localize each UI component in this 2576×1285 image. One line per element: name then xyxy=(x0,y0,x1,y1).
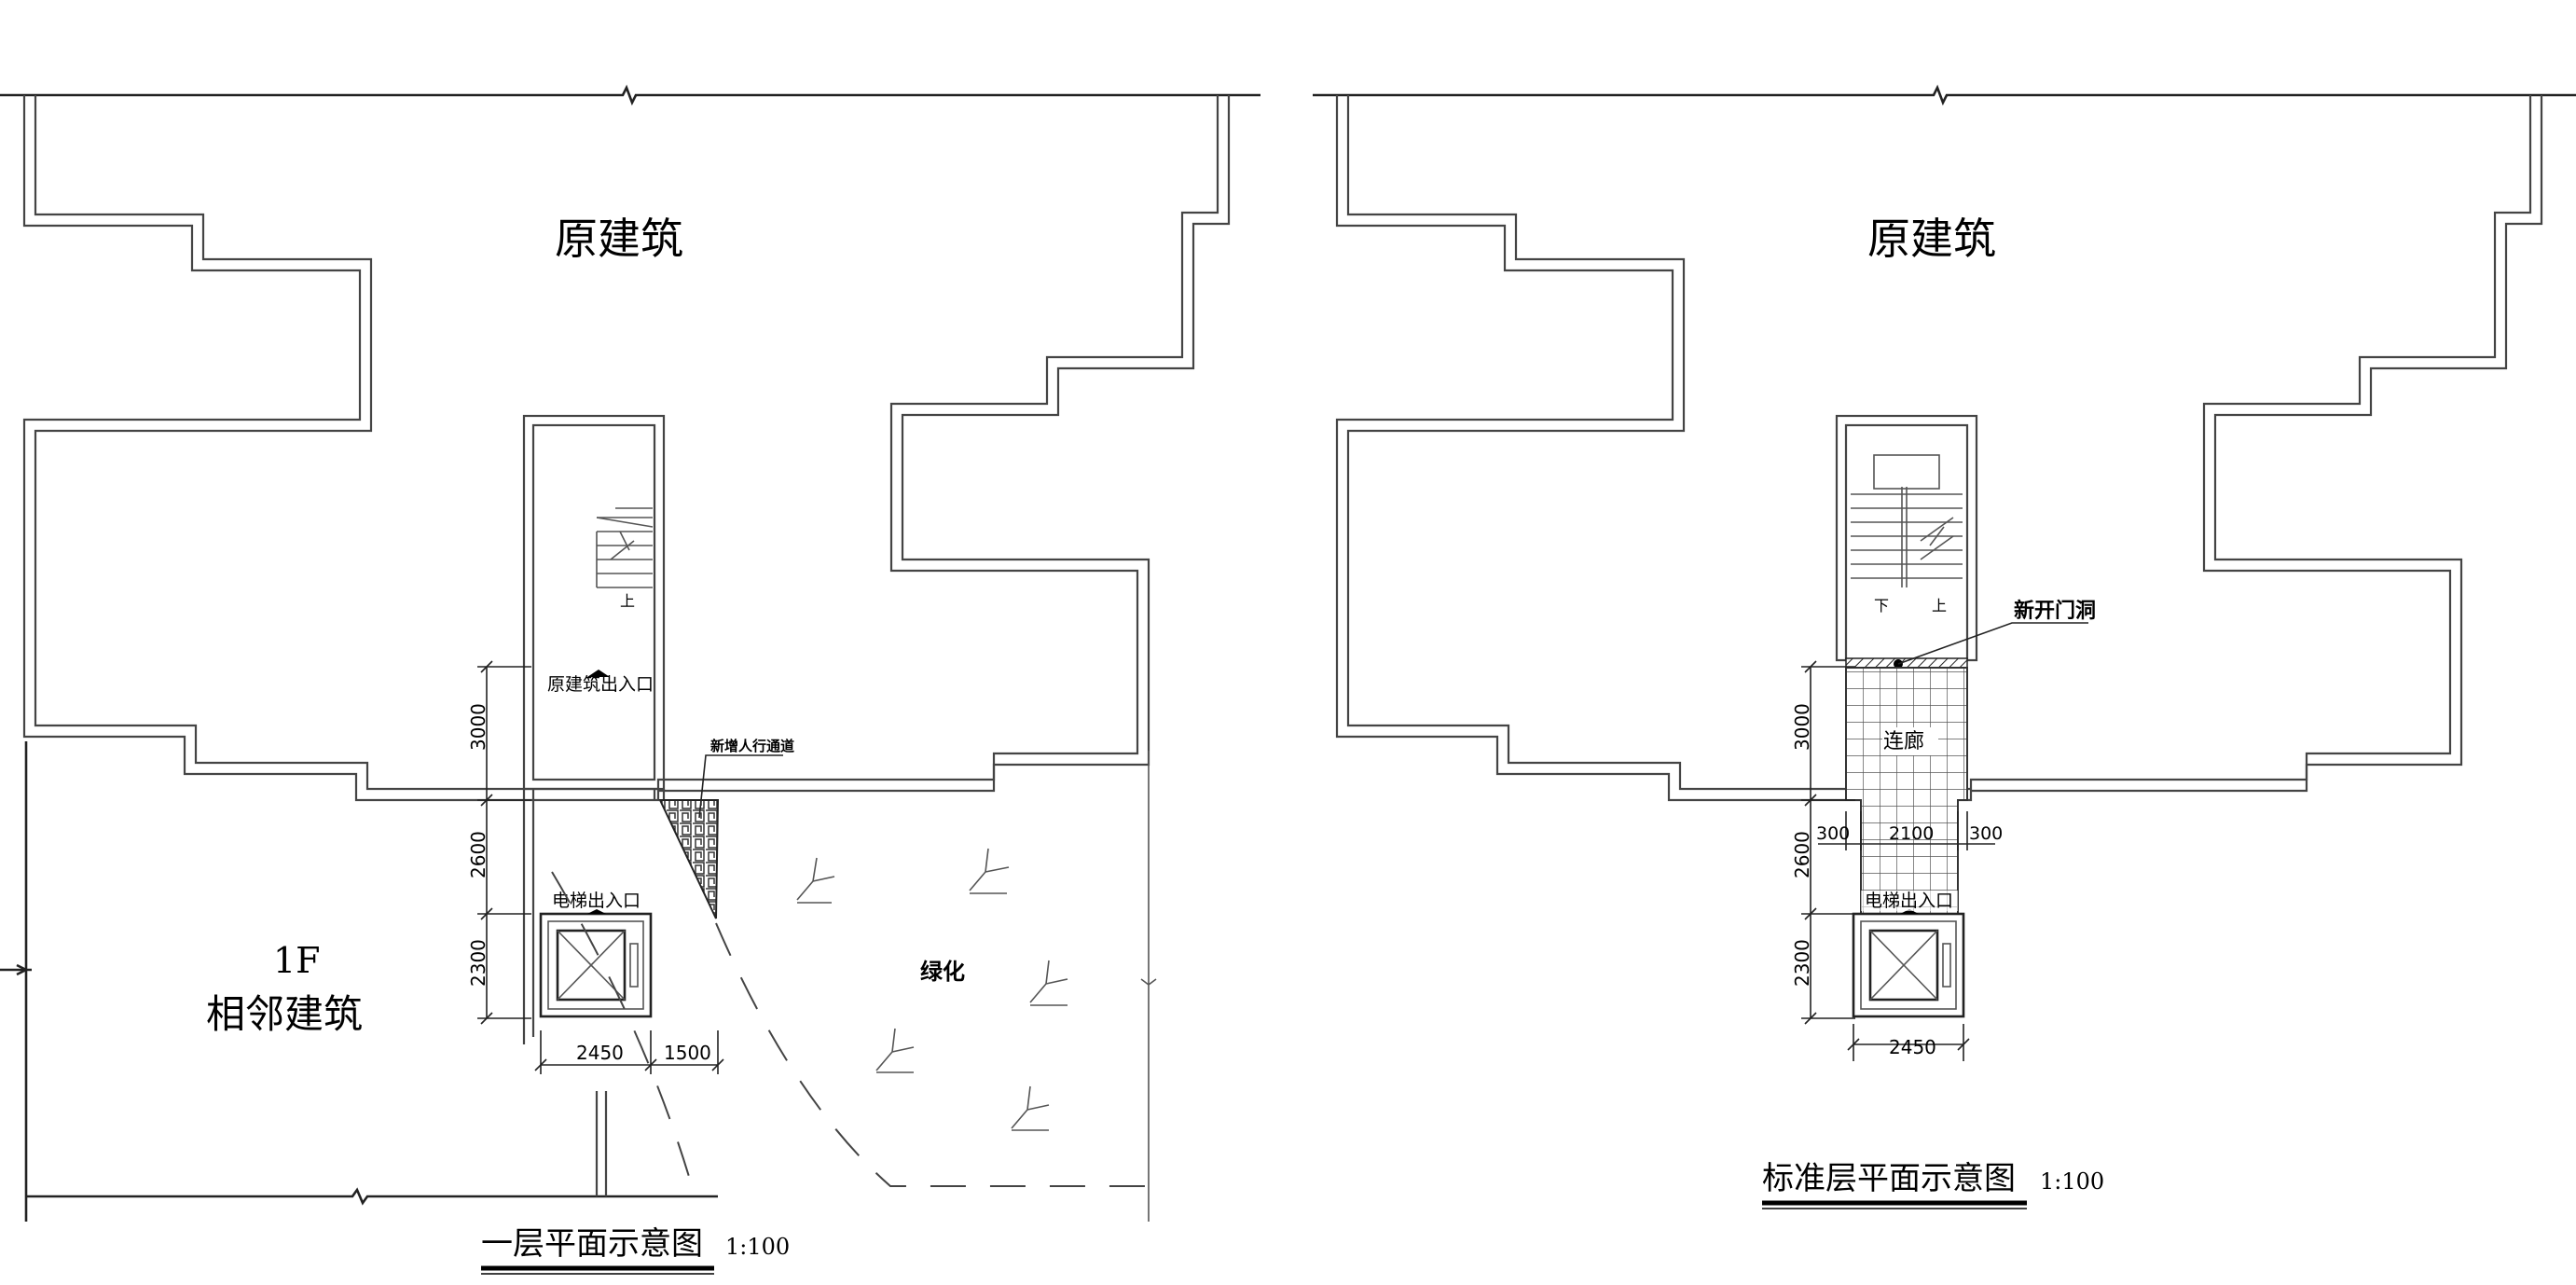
adjacent-building-label: 相邻建筑 xyxy=(206,991,363,1037)
original-building-wall-outer xyxy=(22,95,1231,802)
elevator xyxy=(1852,909,1965,1018)
corridor-width-dimensions xyxy=(1818,811,1995,850)
dim-h1: 2450 xyxy=(576,1042,624,1064)
stair-up-label: 上 xyxy=(620,592,635,610)
corridor-wall xyxy=(522,789,666,1044)
original-building-wall-outer xyxy=(1335,95,2543,802)
elevator-exit-label: 电梯出入口 xyxy=(1865,891,1953,911)
elevator xyxy=(539,909,653,1018)
original-building-wall-inner xyxy=(34,95,1219,791)
top-boundary-line xyxy=(1313,84,2576,106)
original-exit-arrow xyxy=(587,670,610,677)
adjacent-building-bottom-line xyxy=(26,1187,718,1206)
plan-title: 一层平面示意图 xyxy=(481,1225,703,1263)
ground-floor-plan: 原建筑出入口 新增人行通道 电梯出入口 xyxy=(0,84,1260,1275)
corridor-label: 连廊 xyxy=(1883,730,1924,753)
stair-down-label: 下 xyxy=(1874,597,1889,615)
dim-v3: 2300 xyxy=(1791,939,1813,987)
original-exit-label: 原建筑出入口 xyxy=(547,674,654,695)
new-walkway-leader xyxy=(698,754,783,819)
dim-w-right: 300 xyxy=(1969,823,2003,844)
new-opening-label: 新开门洞 xyxy=(2014,599,2096,623)
plan-scale: 1:100 xyxy=(2040,1168,2104,1195)
dim-h2: 1500 xyxy=(664,1042,711,1064)
elevator-exit-arrow xyxy=(587,909,606,914)
stair-shaft-outer xyxy=(522,414,666,791)
original-building-wall-inner xyxy=(1346,95,2532,791)
standard-floor-plan: 下 上 新开门洞 连廊 电梯出入口 3000 2600 2300 xyxy=(1313,84,2576,1209)
corridor-area xyxy=(1845,667,1968,915)
horizontal-dimensions xyxy=(534,1030,724,1074)
dim-w-left: 300 xyxy=(1816,823,1850,844)
plan-title: 标准层平面示意图 xyxy=(1762,1160,2016,1197)
original-building-label: 原建筑 xyxy=(1867,214,1996,264)
floor-label: 1F xyxy=(273,940,321,981)
dim-h1: 2450 xyxy=(1889,1036,1936,1058)
plant-symbols xyxy=(796,848,1068,1131)
elevator-car xyxy=(556,929,627,1002)
stair-symbol xyxy=(596,507,654,588)
vertical-dimensions xyxy=(477,660,531,1025)
stair-symbol xyxy=(1851,454,1963,587)
original-building-label: 原建筑 xyxy=(555,214,683,264)
dim-v2: 2600 xyxy=(1791,831,1813,878)
greening-path-right xyxy=(715,922,1149,1187)
dim-v1: 3000 xyxy=(467,703,489,751)
dim-v3: 2300 xyxy=(467,939,489,987)
horizontal-dimensions xyxy=(1847,1024,1970,1061)
dim-v2: 2600 xyxy=(467,831,489,878)
new-walkway-area xyxy=(658,799,720,919)
elevator-car xyxy=(1868,929,1939,1002)
plan-scale: 1:100 xyxy=(725,1234,790,1260)
new-opening xyxy=(1845,657,1968,669)
new-opening-leader xyxy=(1897,622,2088,665)
dim-w-mid: 2100 xyxy=(1889,823,1934,844)
dim-v1: 3000 xyxy=(1791,703,1813,751)
greening-path-left xyxy=(551,871,691,1181)
new-walkway-label: 新增人行通道 xyxy=(710,738,794,754)
vertical-dimensions xyxy=(1801,660,1855,1025)
greening-label: 绿化 xyxy=(920,959,965,985)
top-boundary-line xyxy=(0,84,1260,106)
stair-shaft-inner xyxy=(531,423,656,781)
stair-up-label: 上 xyxy=(1932,597,1947,615)
elevator-exit-label: 电梯出入口 xyxy=(552,891,641,911)
